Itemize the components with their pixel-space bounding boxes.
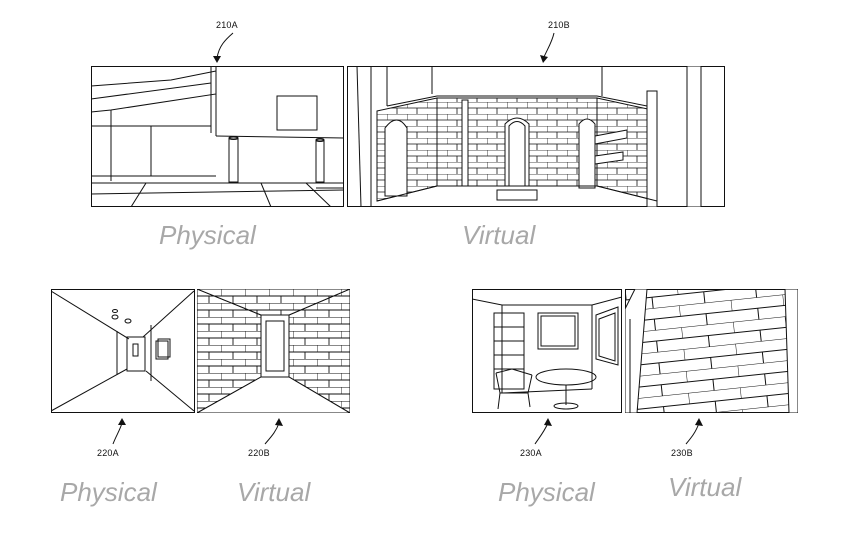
panel-230b-virtual-brick-wall (625, 289, 798, 413)
panel-210b-virtual-hall (347, 66, 725, 207)
leader-arrow-230a (532, 418, 552, 446)
caption-210-physical: Physical (159, 220, 256, 250)
panel-220a-physical-corridor (51, 289, 195, 413)
leader-arrow-210b (540, 30, 570, 63)
leader-arrow-210a (213, 30, 245, 63)
leader-arrow-230b (683, 418, 703, 446)
ref-label-230a: 230A (520, 448, 542, 458)
caption-220-physical: Physical (60, 477, 157, 507)
leader-arrow-220a (110, 418, 126, 446)
ref-label-220a: 220A (97, 448, 119, 458)
ref-label-210b: 210B (548, 20, 570, 30)
leader-arrow-220b (262, 418, 283, 446)
ref-label-210a: 210A (216, 20, 238, 30)
caption-220-virtual: Virtual (237, 477, 311, 507)
panel-230a-physical-office (472, 289, 622, 413)
panel-220b-virtual-corridor (197, 289, 350, 413)
ref-label-230b: 230B (671, 448, 693, 458)
caption-230-virtual: Virtual (668, 472, 742, 502)
panel-210a-physical-room (91, 66, 344, 207)
caption-230-physical: Physical (498, 477, 595, 507)
ref-label-220b: 220B (248, 448, 270, 458)
caption-210-virtual: Virtual (462, 220, 536, 250)
